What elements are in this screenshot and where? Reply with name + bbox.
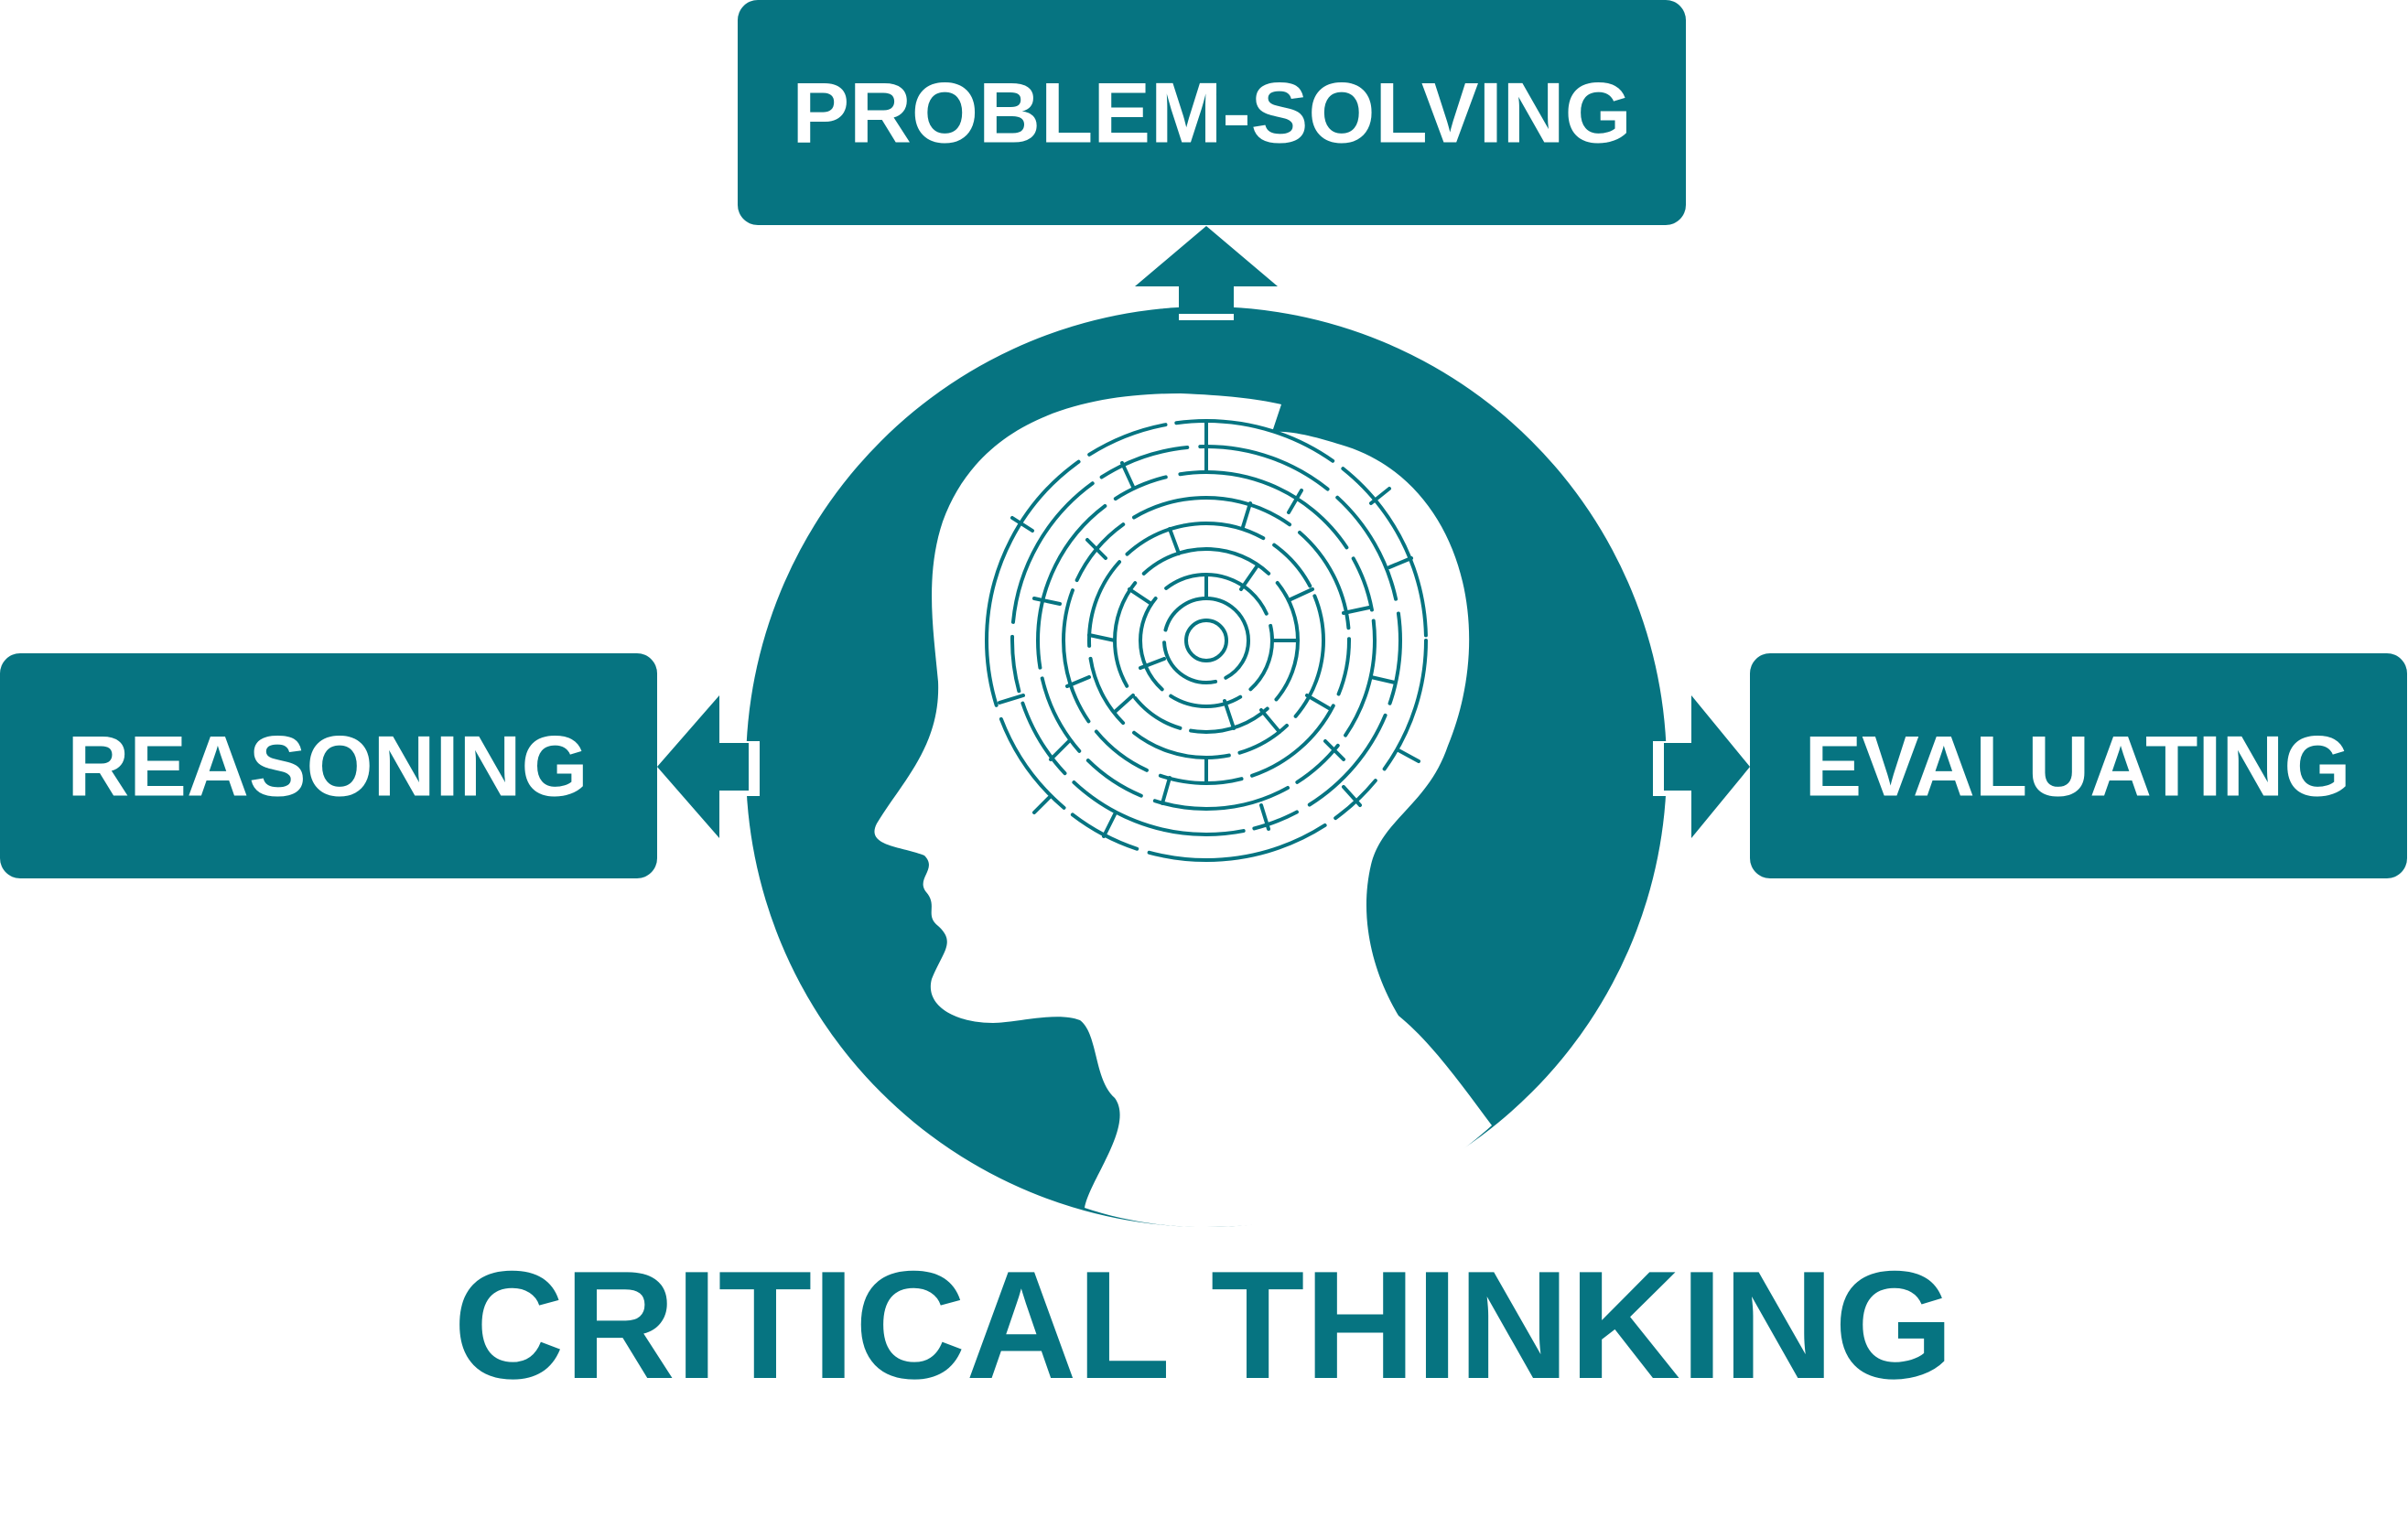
arrow-up-icon [1135,226,1278,314]
reasoning-box: REASONING [0,653,657,878]
head-with-maze-brain-icon [746,307,1667,1228]
maze-brain-icon [985,419,1428,862]
evaluating-box: EVALUATING [1750,653,2407,878]
problem-solving-box: PROBLEM-SOLVING [738,0,1686,225]
diagram-title: CRITICAL THINKING [453,1239,1953,1411]
arrow-right-icon [1664,695,1750,838]
reasoning-label: REASONING [67,718,588,814]
arrow-left-icon [657,695,749,838]
head-silhouette [874,393,1492,1228]
evaluating-label: EVALUATING [1804,718,2350,814]
problem-solving-label: PROBLEM-SOLVING [792,65,1631,161]
